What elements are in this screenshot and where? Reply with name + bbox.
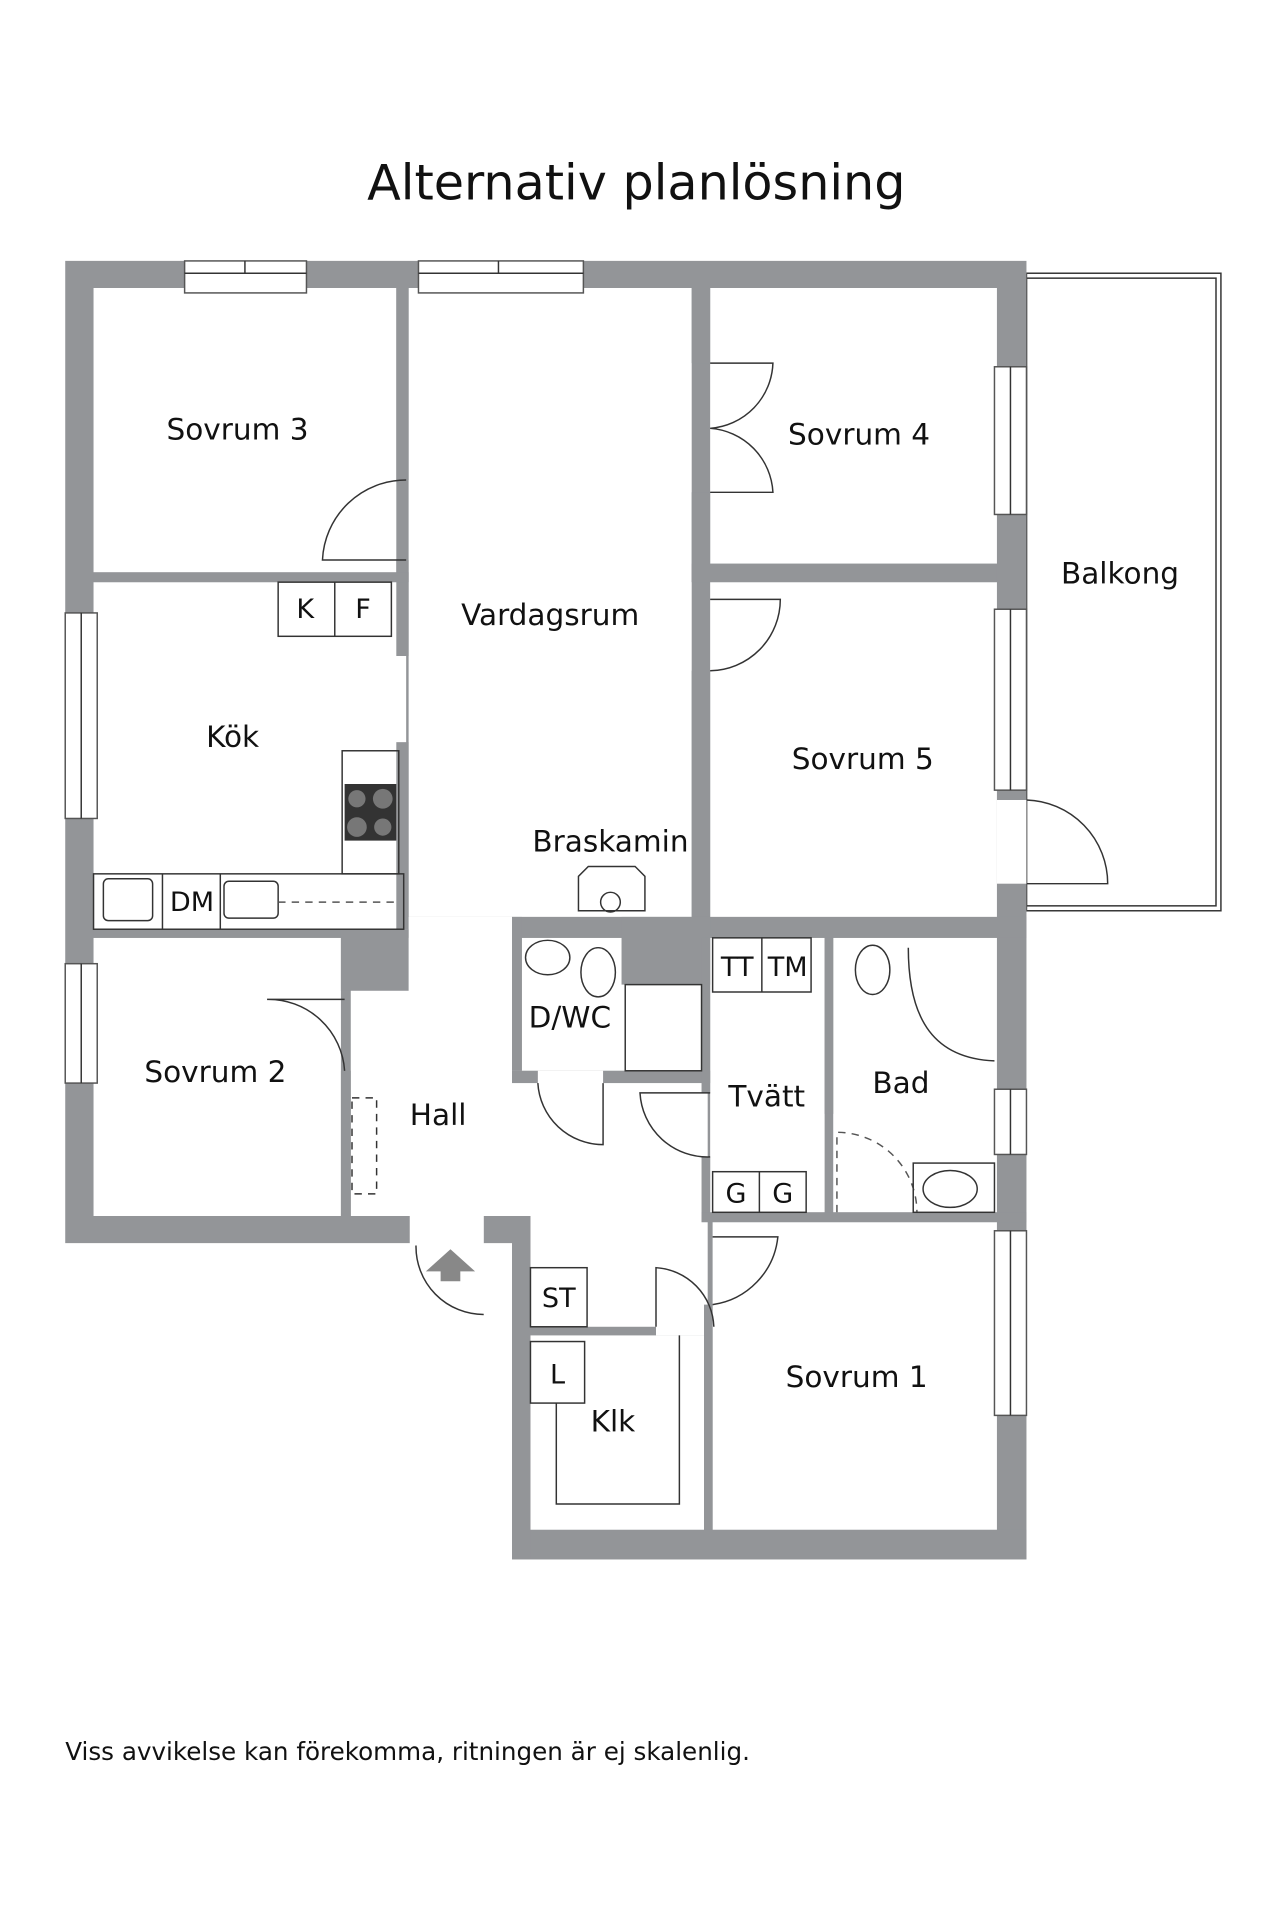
room-label-kok: Kök xyxy=(206,720,259,754)
room-label-balkong: Balkong xyxy=(1061,556,1179,590)
washing-machine-label: TM xyxy=(767,952,808,983)
plan-title: Alternativ planlösning xyxy=(367,153,905,211)
balcony xyxy=(1025,272,1222,912)
room-floors xyxy=(93,288,997,1530)
tumble-dryer-label: TT xyxy=(720,952,754,983)
washbasin-icon xyxy=(922,1169,978,1209)
room-label-sovrum-2: Sovrum 2 xyxy=(144,1055,286,1089)
storage-label: ST xyxy=(542,1283,576,1314)
toilet-icon xyxy=(854,944,891,996)
room-label-sovrum-1: Sovrum 1 xyxy=(786,1360,928,1394)
sink-icon xyxy=(102,878,154,922)
windows xyxy=(64,260,1028,1417)
linen-label: L xyxy=(550,1359,565,1390)
room-label-klk: Klk xyxy=(591,1404,636,1438)
dishwasher-label: DM xyxy=(170,887,214,918)
double-sink-icon xyxy=(223,880,279,919)
kitchen-fixtures xyxy=(92,581,405,930)
washbasin-icon xyxy=(524,939,571,976)
room-label-sovrum-4: Sovrum 4 xyxy=(788,417,930,451)
entrance-arrow-icon xyxy=(425,1249,476,1282)
room-label-sovrum-5: Sovrum 5 xyxy=(792,742,934,776)
door-swings xyxy=(267,362,1109,1327)
cabinet-label-1: G xyxy=(726,1178,747,1209)
bathroom-fixtures xyxy=(351,937,996,1214)
cabinet-label-2: G xyxy=(772,1178,793,1209)
room-label-dwc: D/WC xyxy=(529,1001,611,1035)
braskamin-fixture xyxy=(577,865,646,913)
toilet-icon xyxy=(580,946,617,998)
room-label-hall: Hall xyxy=(410,1098,467,1132)
room-label-vardagsrum: Vardagsrum xyxy=(461,598,639,632)
disclaimer: Viss avvikelse kan förekomma, ritningen … xyxy=(65,1737,750,1766)
hall-fixtures xyxy=(529,1266,681,1505)
interior-walls xyxy=(93,288,1027,1560)
freezer-label: F xyxy=(355,594,371,625)
fridge-label: K xyxy=(296,594,315,625)
room-label-tvatt: Tvätt xyxy=(727,1079,805,1113)
room-label-sovrum-3: Sovrum 3 xyxy=(167,412,309,446)
room-label-braskamin: Braskamin xyxy=(532,825,688,859)
room-label-bad: Bad xyxy=(872,1066,929,1100)
